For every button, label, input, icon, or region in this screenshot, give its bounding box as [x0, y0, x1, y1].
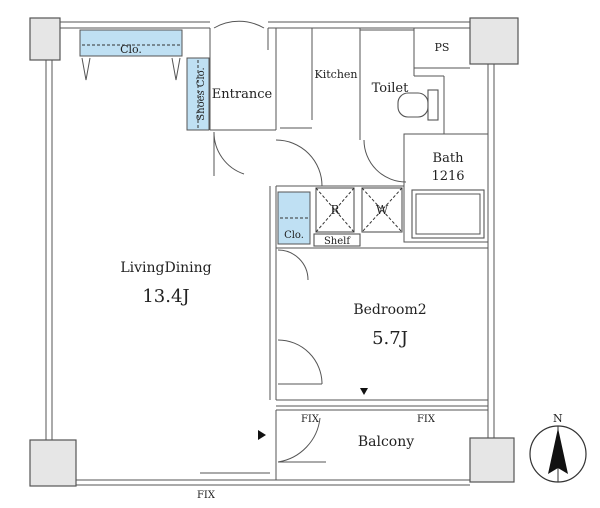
appliances: R W: [315, 187, 403, 233]
ps-label: PS: [435, 41, 450, 54]
bedroom-window: FIX FIX: [276, 399, 488, 425]
washer-label: W: [376, 203, 389, 217]
pillar-bottom-left: [29, 439, 77, 487]
balcony-label: Balcony: [358, 434, 414, 450]
closet-door-icon: [277, 249, 309, 281]
shelf-label: Shelf: [324, 236, 351, 247]
fix-window-right-label: FIX: [417, 414, 436, 425]
bathtub-icon: [411, 189, 485, 239]
entrance-label: Entrance: [212, 87, 273, 102]
shelf: [313, 233, 361, 247]
bedroom-door-icon: [277, 339, 323, 385]
pillar-bottom-right: [469, 437, 515, 483]
north-label: N: [553, 412, 563, 425]
structure: [29, 17, 519, 487]
pipe-space: PS: [414, 41, 470, 69]
balcony-door-icon: [277, 417, 321, 463]
north-arrow-icon: [548, 428, 568, 474]
toilet-door-icon: [363, 139, 407, 183]
living-dining: LivingDining 13.4J FIX: [120, 260, 270, 501]
living-closet-label: Clo.: [120, 43, 142, 56]
kitchen-door-icon: [275, 139, 323, 187]
bath-size: 1216: [431, 169, 464, 184]
living-size: 13.4J: [142, 286, 189, 307]
living-closet: Clo.: [79, 29, 183, 81]
bedroom-name: Bedroom2: [353, 302, 426, 318]
toilet-tank-icon: [427, 89, 439, 121]
toilet-label: Toilet: [372, 81, 409, 96]
front-door-icon: [213, 20, 265, 29]
toilet-bowl-icon: [397, 92, 429, 118]
bedroom: Bedroom2 5.7J: [269, 185, 488, 400]
bedroom-size: 5.7J: [372, 328, 408, 349]
bath: Bath 1216: [403, 133, 489, 243]
bedroom-entry-marker-icon: [360, 388, 368, 395]
bedroom-closet: Clo. Shelf: [277, 191, 361, 247]
pillar-top-left: [29, 17, 61, 61]
kitchen-label: Kitchen: [315, 68, 358, 81]
entrance-area: Entrance: [209, 20, 277, 176]
living-name: LivingDining: [120, 260, 211, 276]
washer-space: [361, 187, 403, 233]
kitchen: Kitchen: [275, 28, 361, 187]
bath-label: Bath: [433, 151, 465, 166]
fix-window-left-label: FIX: [301, 414, 320, 425]
living-entry-marker-icon: [258, 430, 266, 440]
closet-door-left-icon: [81, 57, 91, 81]
toilet: Toilet: [360, 28, 445, 183]
shoes-closet: Shoes Clo.: [186, 57, 210, 131]
closet-door-right-icon: [171, 57, 181, 81]
bedroom-closet-label: Clo.: [284, 230, 304, 241]
balcony: Balcony: [258, 410, 414, 480]
refrigerator-label: R: [330, 203, 340, 217]
compass: N: [529, 412, 587, 483]
fix-window-bottom-label: FIX: [197, 490, 216, 501]
entrance-door-icon: [213, 131, 245, 175]
shoes-closet-label: Shoes Clo.: [196, 67, 207, 120]
pillar-top-right: [469, 17, 519, 65]
refrigerator-space: [315, 187, 355, 233]
